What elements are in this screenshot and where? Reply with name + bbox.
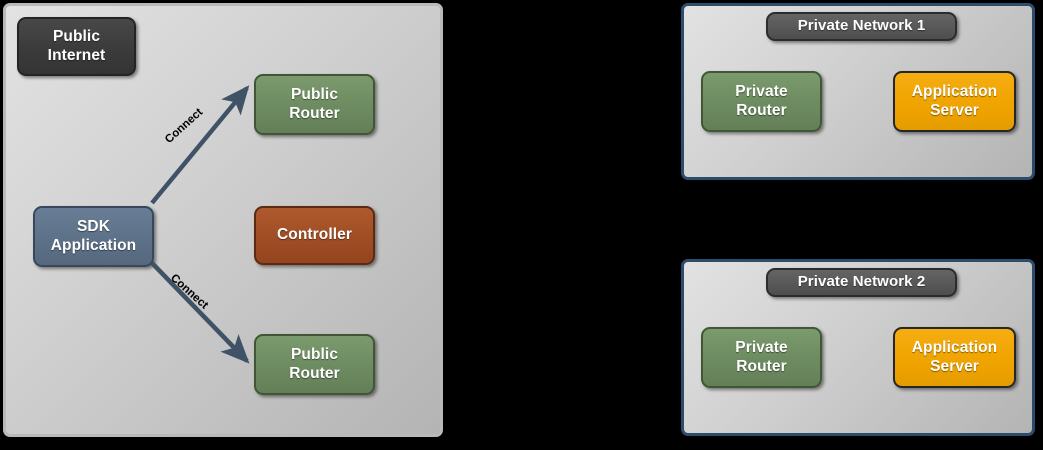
application-server-2-label: Application Server <box>911 338 998 375</box>
controller[interactable]: Controller <box>254 206 375 265</box>
private-network-1-panel: Private Network 1 Private Router Applica… <box>681 3 1035 180</box>
private-router-1-label: Private Router <box>735 82 788 119</box>
application-server-2[interactable]: Application Server <box>893 327 1016 388</box>
public-internet-panel: Public Internet Public Router Controller… <box>3 3 443 437</box>
private-network-2-title[interactable]: Private Network 2 <box>766 268 957 297</box>
public-router-bottom[interactable]: Public Router <box>254 334 375 395</box>
private-network-2-title-label: Private Network 2 <box>797 273 926 291</box>
private-network-1-title-label: Private Network 1 <box>797 17 926 35</box>
public-router-bottom-label: Public Router <box>289 345 340 382</box>
private-router-2-label: Private Router <box>735 338 788 375</box>
sdk-application-label: SDK Application <box>50 217 137 254</box>
public-router-top-label: Public Router <box>289 85 340 122</box>
public-internet-badge-label: Public Internet <box>47 27 106 64</box>
controller-label: Controller <box>276 226 353 244</box>
sdk-application[interactable]: SDK Application <box>33 206 154 267</box>
application-server-1-label: Application Server <box>911 82 998 119</box>
public-internet-badge[interactable]: Public Internet <box>17 17 136 76</box>
application-server-1[interactable]: Application Server <box>893 71 1016 132</box>
private-network-2-panel: Private Network 2 Private Router Applica… <box>681 259 1035 436</box>
public-router-top[interactable]: Public Router <box>254 74 375 135</box>
private-router-2[interactable]: Private Router <box>701 327 822 388</box>
private-network-1-title[interactable]: Private Network 1 <box>766 12 957 41</box>
private-router-1[interactable]: Private Router <box>701 71 822 132</box>
